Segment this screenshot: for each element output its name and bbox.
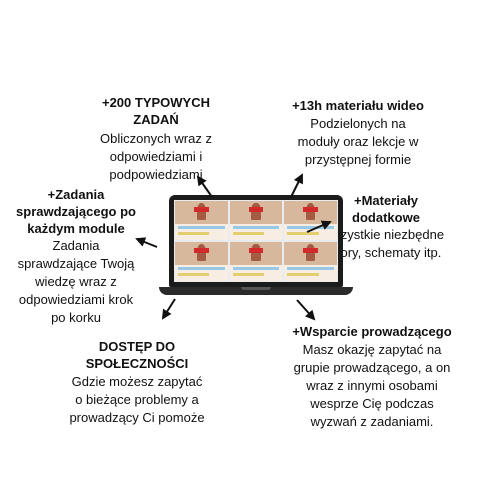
arrow-to-tasks <box>196 175 213 198</box>
feature-quiz: +Zadania sprawdzającego po każdym module… <box>12 186 140 327</box>
desc-line: moduły oraz lekcje w <box>297 134 419 149</box>
feature-community-description: Gdzie możesz zapytać o bieżące problemy … <box>58 373 216 427</box>
course-thumbnail <box>229 201 283 240</box>
title-line: każdym module <box>27 221 125 236</box>
feature-materials-description: Wszystkie niezbędne wzory, schematy itp. <box>300 226 466 262</box>
feature-community-title: DOSTĘP DO SPOŁECZNOŚCI <box>58 338 216 372</box>
laptop-icon <box>159 195 353 299</box>
title-line: ZADAŃ <box>133 112 179 127</box>
desc-line: odpowiedziami i <box>109 149 203 164</box>
desc-line: podpowiedziami <box>109 167 203 182</box>
title-line: +200 TYPOWYCH <box>101 95 210 110</box>
feature-tasks-title: +200 TYPOWYCH ZADAŃ <box>82 94 230 128</box>
desc-line: wyzwań z zadaniami. <box>310 414 434 429</box>
feature-quiz-title: +Zadania sprawdzającego po każdym module <box>12 186 140 237</box>
feature-support-description: Masz okazję zapytać na grupie prowadzące… <box>279 341 465 431</box>
desc-line: po korku <box>51 310 101 325</box>
feature-quiz-description: Zadania sprawdzające Twoją wiedzę wraz z… <box>12 237 140 327</box>
feature-support-title: +Wsparcie prowadzącego <box>292 324 452 339</box>
title-line: +Materiały <box>354 193 418 208</box>
feature-video: +13h materiału wideo Podzielonych na mod… <box>283 97 433 169</box>
desc-line: Podzielonych na <box>310 116 406 131</box>
course-thumbnail <box>284 242 337 281</box>
title-line: DOSTĘP DO <box>98 339 176 354</box>
course-thumbnail <box>229 242 283 281</box>
desc-line: o bieżące problemy a <box>75 392 199 407</box>
title-line: dodatkowe <box>352 210 420 225</box>
desc-line: odpowiedziami krok <box>18 292 134 307</box>
desc-line: Wszystkie niezbędne <box>321 227 445 242</box>
desc-line: wraz z innymi osobami <box>306 378 438 393</box>
desc-line: Obliczonych wraz z <box>100 131 212 146</box>
feature-tasks-description: Obliczonych wraz z odpowiedziami i podpo… <box>82 130 230 184</box>
course-thumbnail <box>284 201 337 240</box>
feature-materials-title: +Materiały dodatkowe <box>300 192 466 226</box>
title-line: +Zadania <box>47 187 105 202</box>
arrow-to-community <box>161 298 176 320</box>
course-thumbnail-grid <box>174 200 338 282</box>
desc-line: wiedzę wraz z <box>35 274 117 289</box>
desc-line: Masz okazję zapytać na <box>302 342 442 357</box>
feature-tasks: +200 TYPOWYCH ZADAŃ Obliczonych wraz z o… <box>82 94 230 184</box>
desc-line: sprawdzające Twoją <box>17 256 135 271</box>
desc-line: wesprze Cię podczas <box>310 396 434 411</box>
arrow-to-video <box>290 173 303 198</box>
course-thumbnail <box>175 242 228 281</box>
desc-line: Zadania <box>52 238 100 253</box>
feature-community: DOSTĘP DO SPOŁECZNOŚCI Gdzie możesz zapy… <box>58 338 216 427</box>
feature-video-title: +13h materiału wideo <box>292 98 424 113</box>
feature-materials: +Materiały dodatkowe Wszystkie niezbędne… <box>300 192 466 262</box>
desc-line: grupie prowadzącego, a on <box>293 360 451 375</box>
course-thumbnail <box>175 201 228 240</box>
laptop-base <box>159 287 353 295</box>
title-line: SPOŁECZNOŚCI <box>85 356 189 371</box>
arrow-to-materials <box>306 220 332 233</box>
desc-line: wzory, schematy itp. <box>324 245 442 260</box>
arrow-to-quiz <box>135 237 158 248</box>
feature-video-description: Podzielonych na moduły oraz lekcje w prz… <box>283 115 433 169</box>
desc-line: prowadzący Ci pomoże <box>69 410 205 425</box>
laptop-screen <box>169 195 343 287</box>
arrow-to-support <box>296 299 316 321</box>
title-line: sprawdzającego po <box>16 204 136 219</box>
laptop-notch <box>241 287 271 290</box>
feature-support: +Wsparcie prowadzącego Masz okazję zapyt… <box>279 323 465 431</box>
desc-line: Gdzie możesz zapytać <box>71 374 203 389</box>
desc-line: przystępnej formie <box>304 152 412 167</box>
